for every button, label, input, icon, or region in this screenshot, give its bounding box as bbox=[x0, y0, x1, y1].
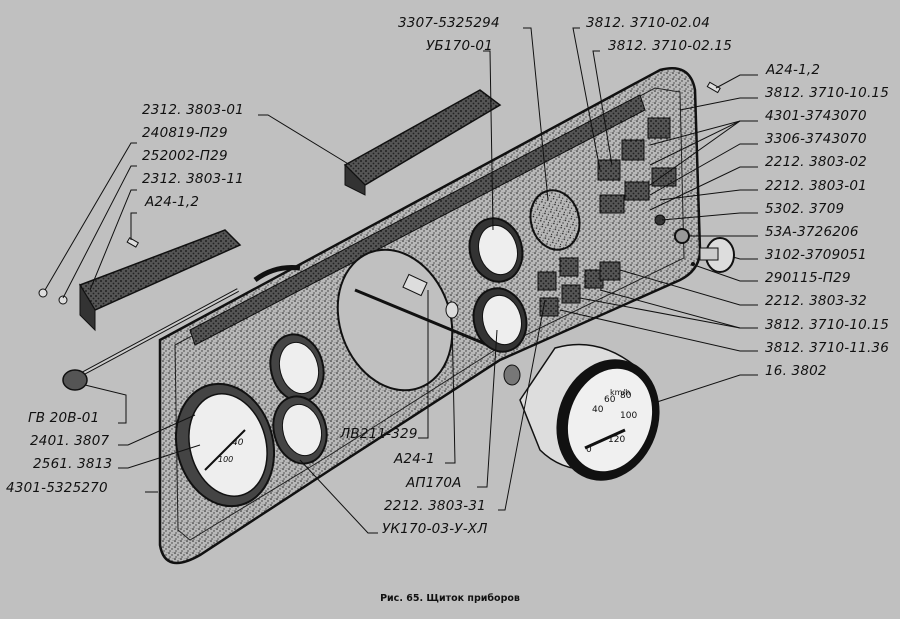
label-2212-3803-31: 2212. 3803-31 bbox=[384, 498, 486, 514]
label-3306-3743070: 3306-3743070 bbox=[765, 131, 867, 147]
switch-strip-left bbox=[78, 229, 242, 332]
speedometer-cable bbox=[62, 265, 301, 391]
label-gv20v-01: ГВ 20В-01 bbox=[28, 410, 100, 426]
speedo-tick-60: 60 bbox=[604, 395, 616, 405]
switch-block-upper bbox=[597, 117, 677, 214]
label-4301-3743070: 4301-3743070 bbox=[765, 108, 867, 124]
speedo-tick-100: 100 bbox=[620, 411, 637, 421]
label-3812-3710-11-36: 3812. 3710-11.36 bbox=[765, 340, 890, 356]
voltmeter-gauge bbox=[269, 333, 325, 403]
lamp-a24-left bbox=[126, 237, 140, 248]
label-2312-3803-01: 2312. 3803-01 bbox=[142, 102, 244, 118]
label-2312-3803-11: 2312. 3803-11 bbox=[142, 171, 244, 187]
indicator-lamp bbox=[674, 228, 690, 244]
label-3812-3710-10-15-mid: 3812. 3710-10.15 bbox=[765, 317, 890, 333]
label-2401-3807: 2401. 3807 bbox=[30, 433, 110, 449]
switch-strip-top bbox=[343, 89, 502, 196]
label-ub170-01: УБ170-01 bbox=[426, 38, 493, 54]
label-uk170-03-u-khl: УК170-03-У-ХЛ bbox=[382, 521, 488, 537]
label-16-3802: 16. 3802 bbox=[765, 363, 827, 379]
label-252002-p29: 252002-П29 bbox=[142, 148, 228, 164]
speedo-tick-40: 40 bbox=[592, 405, 604, 415]
label-3812-3710-02-04: 3812. 3710-02.04 bbox=[586, 15, 711, 31]
cable-nut bbox=[503, 364, 521, 386]
washer-252002 bbox=[58, 295, 68, 305]
screw-290115 bbox=[691, 262, 695, 266]
sender-lv211 bbox=[402, 273, 428, 297]
speedo-tick-120: 120 bbox=[608, 435, 625, 445]
label-2212-3803-32: 2212. 3803-32 bbox=[765, 293, 867, 309]
speedo-tick-0: 0 bbox=[586, 445, 592, 455]
label-2212-3803-01: 2212. 3803-01 bbox=[765, 178, 867, 194]
light-switch-knob bbox=[699, 237, 735, 273]
label-240819-p29: 240819-П29 bbox=[142, 125, 228, 141]
oil-pressure-gauge bbox=[468, 217, 524, 283]
label-3812-3710-10-15-top: 3812. 3710-10.15 bbox=[765, 85, 890, 101]
tachometer-gauge: 40 100 bbox=[174, 382, 276, 508]
tacho-mark-40: 40 bbox=[232, 438, 244, 448]
label-3812-3710-02-15: 3812. 3710-02.15 bbox=[608, 38, 733, 54]
label-3102-3709051: 3102-3709051 bbox=[765, 247, 867, 263]
ammeter-gauge bbox=[472, 287, 528, 353]
lamp-a24-right bbox=[706, 81, 721, 94]
label-2212-3803-02: 2212. 3803-02 bbox=[765, 154, 867, 170]
screw-240819 bbox=[38, 288, 48, 298]
label-5302-3709: 5302. 3709 bbox=[765, 201, 845, 217]
label-a24-1-2-left: А24-1,2 bbox=[145, 194, 200, 210]
label-2561-3813: 2561. 3813 bbox=[33, 456, 113, 472]
figure-caption: Рис. 65. Щиток приборов bbox=[380, 593, 520, 604]
speedo-unit: km/h bbox=[610, 388, 630, 397]
speedometer: km/h 0 40 60 80 100 120 bbox=[519, 343, 660, 481]
label-290115-p29: 290115-П29 bbox=[765, 270, 851, 286]
label-3307-5325294: 3307-5325294 bbox=[398, 15, 500, 31]
label-ap170a: АП170А bbox=[406, 475, 462, 491]
tacho-mark-100: 100 bbox=[218, 455, 233, 464]
leader-lines bbox=[44, 27, 758, 534]
label-lv211-329: ЛВ211-329 bbox=[340, 426, 418, 442]
fuel-gauge bbox=[272, 395, 328, 465]
label-53a-3726206: 53А-3726206 bbox=[765, 224, 859, 240]
speedo-tick-80: 80 bbox=[620, 391, 632, 401]
label-a24-1: А24-1 bbox=[394, 451, 435, 467]
label-a24-1-2-right: А24-1,2 bbox=[766, 62, 821, 78]
label-4301-5325270: 4301-5325270 bbox=[6, 480, 108, 496]
bulb-a24-1 bbox=[445, 301, 459, 319]
